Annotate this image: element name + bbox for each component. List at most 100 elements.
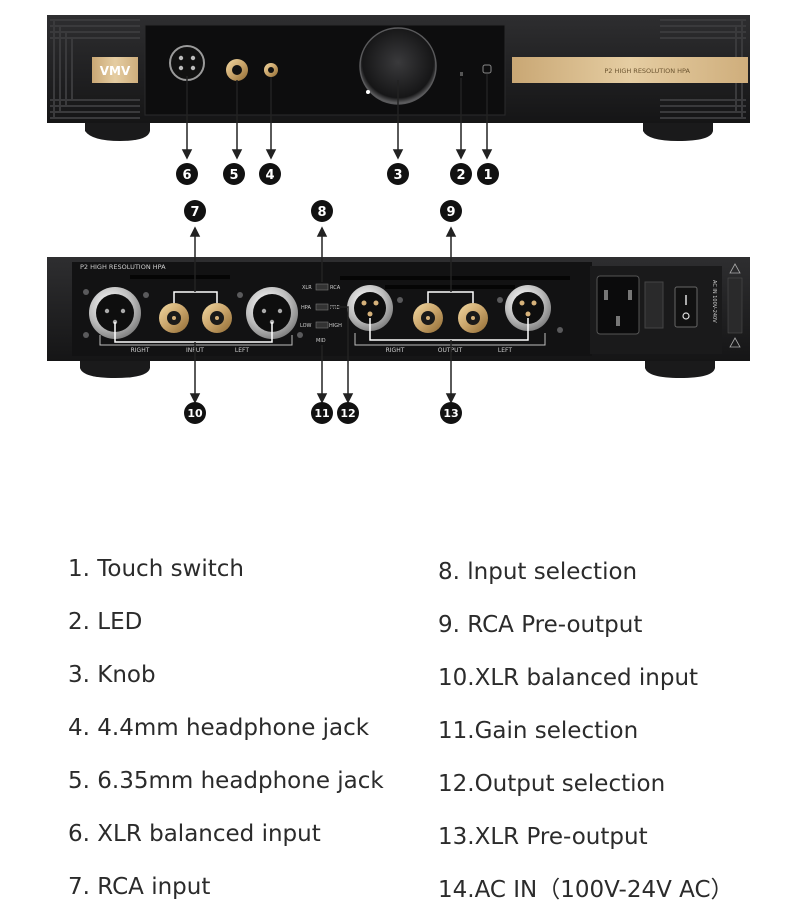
callout-6 [176, 163, 198, 185]
output-selector-switch [315, 303, 329, 311]
knob-indicator [366, 90, 370, 94]
rear-xlr-input-left-inner [253, 294, 291, 332]
rca-pin [426, 316, 430, 320]
pin [531, 300, 537, 306]
switch-label-rca: RCA [330, 285, 341, 291]
device-diagram: VMV P2 HIGH RESOLUTION HPA [47, 15, 750, 424]
legend-item: 7. RCA input [68, 874, 211, 900]
rear-slot [340, 276, 570, 280]
rear-output-label: OUTPUT [438, 347, 463, 354]
legend-item: 12.Output selection [438, 771, 666, 797]
callout-10-label: 10 [187, 407, 203, 420]
rear-output-right: RIGHT [386, 347, 405, 354]
pin [519, 300, 525, 306]
callout-8-label: 8 [317, 205, 326, 220]
callout-11-label: 11 [314, 407, 329, 420]
pin [120, 308, 126, 314]
ac-in-label: AC IN 100V-240V [711, 280, 717, 323]
callout-7 [184, 200, 206, 222]
pin [361, 300, 367, 306]
front-panel: VMV P2 HIGH RESOLUTION HPA [47, 15, 750, 141]
screw [143, 292, 149, 298]
warning-icon [729, 337, 741, 348]
front-label-plate [512, 57, 748, 83]
legend-left: 1. Touch switch 2. LED 3. Knob 4. 4.4mm … [68, 548, 384, 919]
rear-brand-text: P2 HIGH RESOLUTION HPA [80, 263, 166, 271]
front-xlr-pin [178, 55, 184, 61]
switch-label-hpa: HPA [301, 305, 311, 311]
callout-10 [184, 402, 206, 424]
front-jack-635-hole [232, 65, 242, 75]
rear-slot [385, 285, 515, 289]
callouts-front: 6 5 4 3 2 1 7 8 9 [176, 163, 499, 222]
switch-label-pre: PRE [330, 305, 340, 311]
legend-item: 1. Touch switch [68, 556, 245, 582]
legend-item: 9. RCA Pre-output [438, 612, 643, 638]
legend-item: 13.XLR Pre-output [438, 824, 648, 850]
front-logo-plate [92, 57, 138, 83]
callout-12-label: 12 [340, 407, 355, 420]
warning-label [727, 277, 743, 334]
front-face [144, 24, 506, 116]
callout-5-label: 5 [229, 168, 238, 183]
rear-callout-arrows [189, 226, 457, 404]
input-selector-switch [315, 283, 329, 291]
front-logo-text: VMV [100, 64, 131, 78]
fuse-holder [644, 281, 664, 329]
legend-item: 2. LED [68, 609, 143, 635]
front-left-fins [50, 19, 140, 119]
front-callout-lines [181, 74, 493, 160]
rear-output-left: LEFT [498, 347, 512, 354]
rear-input-left: LEFT [235, 347, 249, 354]
screw [237, 292, 243, 298]
switch-label-low: LOW [300, 323, 312, 329]
callout-3 [387, 163, 409, 185]
callouts-rear: 10 11 12 13 [184, 402, 462, 424]
pin [367, 311, 373, 317]
callout-13 [440, 402, 462, 424]
switch-label-high: HIGH [329, 323, 342, 329]
rear-foot-right [645, 361, 715, 378]
legend-item: 3. Knob [68, 662, 156, 688]
ac-pin [604, 290, 608, 300]
callout-5 [223, 163, 245, 185]
legend-item: 10.XLR balanced input [438, 665, 699, 691]
callout-12 [337, 402, 359, 424]
legend-item: 14.AC IN（100V-24V AC） [438, 877, 734, 903]
rear-switch-block: XLR RCA HPA PRE LOW HIGH MID [300, 283, 342, 344]
legend-item: 5. 6.35mm headphone jack [68, 768, 384, 794]
output-bracket [354, 333, 546, 346]
callout-2-label: 2 [456, 168, 465, 183]
screw [297, 332, 303, 338]
rca-pin [471, 316, 475, 320]
callout-2 [450, 163, 472, 185]
front-touch-switch [482, 64, 492, 74]
callout-11 [311, 402, 333, 424]
power-switch [674, 286, 698, 328]
screw [497, 297, 503, 303]
front-foot-right [643, 123, 713, 141]
ac-pin [616, 316, 620, 326]
pin [373, 300, 379, 306]
rear-panel: P2 HIGH RESOLUTION HPA RIGHT INPUT LEFT … [47, 257, 750, 378]
input-bracket [99, 335, 293, 346]
front-label-text: P2 HIGH RESOLUTION HPA [604, 67, 690, 75]
callout-3-label: 3 [393, 168, 402, 183]
callout-1-label: 1 [483, 168, 492, 183]
callout-7-label: 7 [190, 205, 199, 220]
callout-6-label: 6 [182, 168, 191, 183]
rca-pin [172, 316, 176, 320]
rear-input-right: RIGHT [131, 347, 150, 354]
callout-1 [477, 163, 499, 185]
legend-right: 8. lnput selection 9. RCA Pre-output 10.… [438, 551, 734, 922]
pin [525, 311, 531, 317]
callout-13-label: 13 [443, 407, 458, 420]
screw [397, 297, 403, 303]
legend-item: 8. lnput selection [438, 559, 638, 585]
switch-label-mid: MID [316, 338, 326, 344]
rca-pin [215, 316, 219, 320]
screw [83, 289, 89, 295]
front-xlr-pin [190, 65, 196, 71]
screw [83, 332, 89, 338]
front-xlr-pin [178, 65, 184, 71]
